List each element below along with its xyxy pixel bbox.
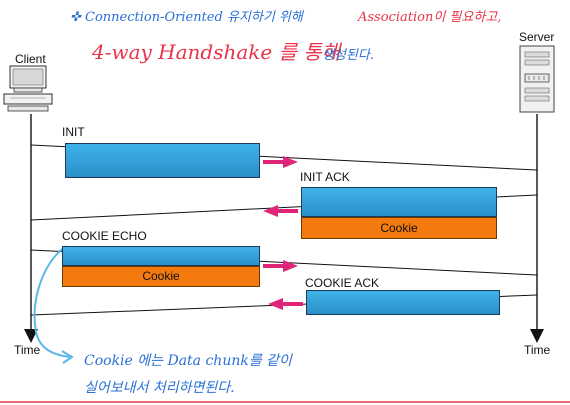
cookie-note-arrowhead	[61, 350, 74, 364]
cookie-echo-label: COOKIE ECHO	[62, 229, 147, 243]
server-icon	[519, 45, 555, 113]
cookie-note-line1: Cookie 에는 Data chunk를 같이	[84, 353, 292, 369]
init-ack-direction-arrow	[263, 205, 298, 217]
client-computer-icon	[3, 65, 53, 112]
cookie-echo-direction-arrow	[263, 260, 298, 272]
annotation-line2-blue: 생성된다.	[322, 48, 374, 63]
cookie-ack-label: COOKIE ACK	[305, 276, 380, 290]
client-label: Client	[15, 52, 46, 66]
time-label-left: Time	[14, 343, 41, 357]
cookie-echo-cookie-field: Cookie	[62, 266, 260, 287]
init-ack-cookie-field: Cookie	[301, 217, 497, 239]
cookie-echo-packet	[62, 246, 260, 266]
init-label: INIT	[62, 125, 85, 139]
cookie-note-connector	[33, 245, 71, 358]
cookie-ack-direction-arrow	[268, 298, 303, 310]
time-label-right: Time	[524, 343, 551, 357]
cookie-note-line2: 실어보내서 처리하면된다.	[84, 380, 235, 396]
init-ack-label: INIT ACK	[300, 170, 350, 184]
init-ack-packet	[301, 187, 497, 217]
init-packet	[65, 143, 260, 178]
annotation-line2-red: 4-way Handshake 를 통해	[92, 40, 341, 64]
annotation-line1-blue: ✜ Connection-Oriented 유지하기 위해	[70, 10, 303, 25]
server-label: Server	[519, 30, 555, 44]
annotation-line1-red: Association이 필요하고,	[358, 10, 502, 25]
init-direction-arrow	[263, 156, 298, 168]
cookie-ack-packet	[306, 290, 500, 315]
